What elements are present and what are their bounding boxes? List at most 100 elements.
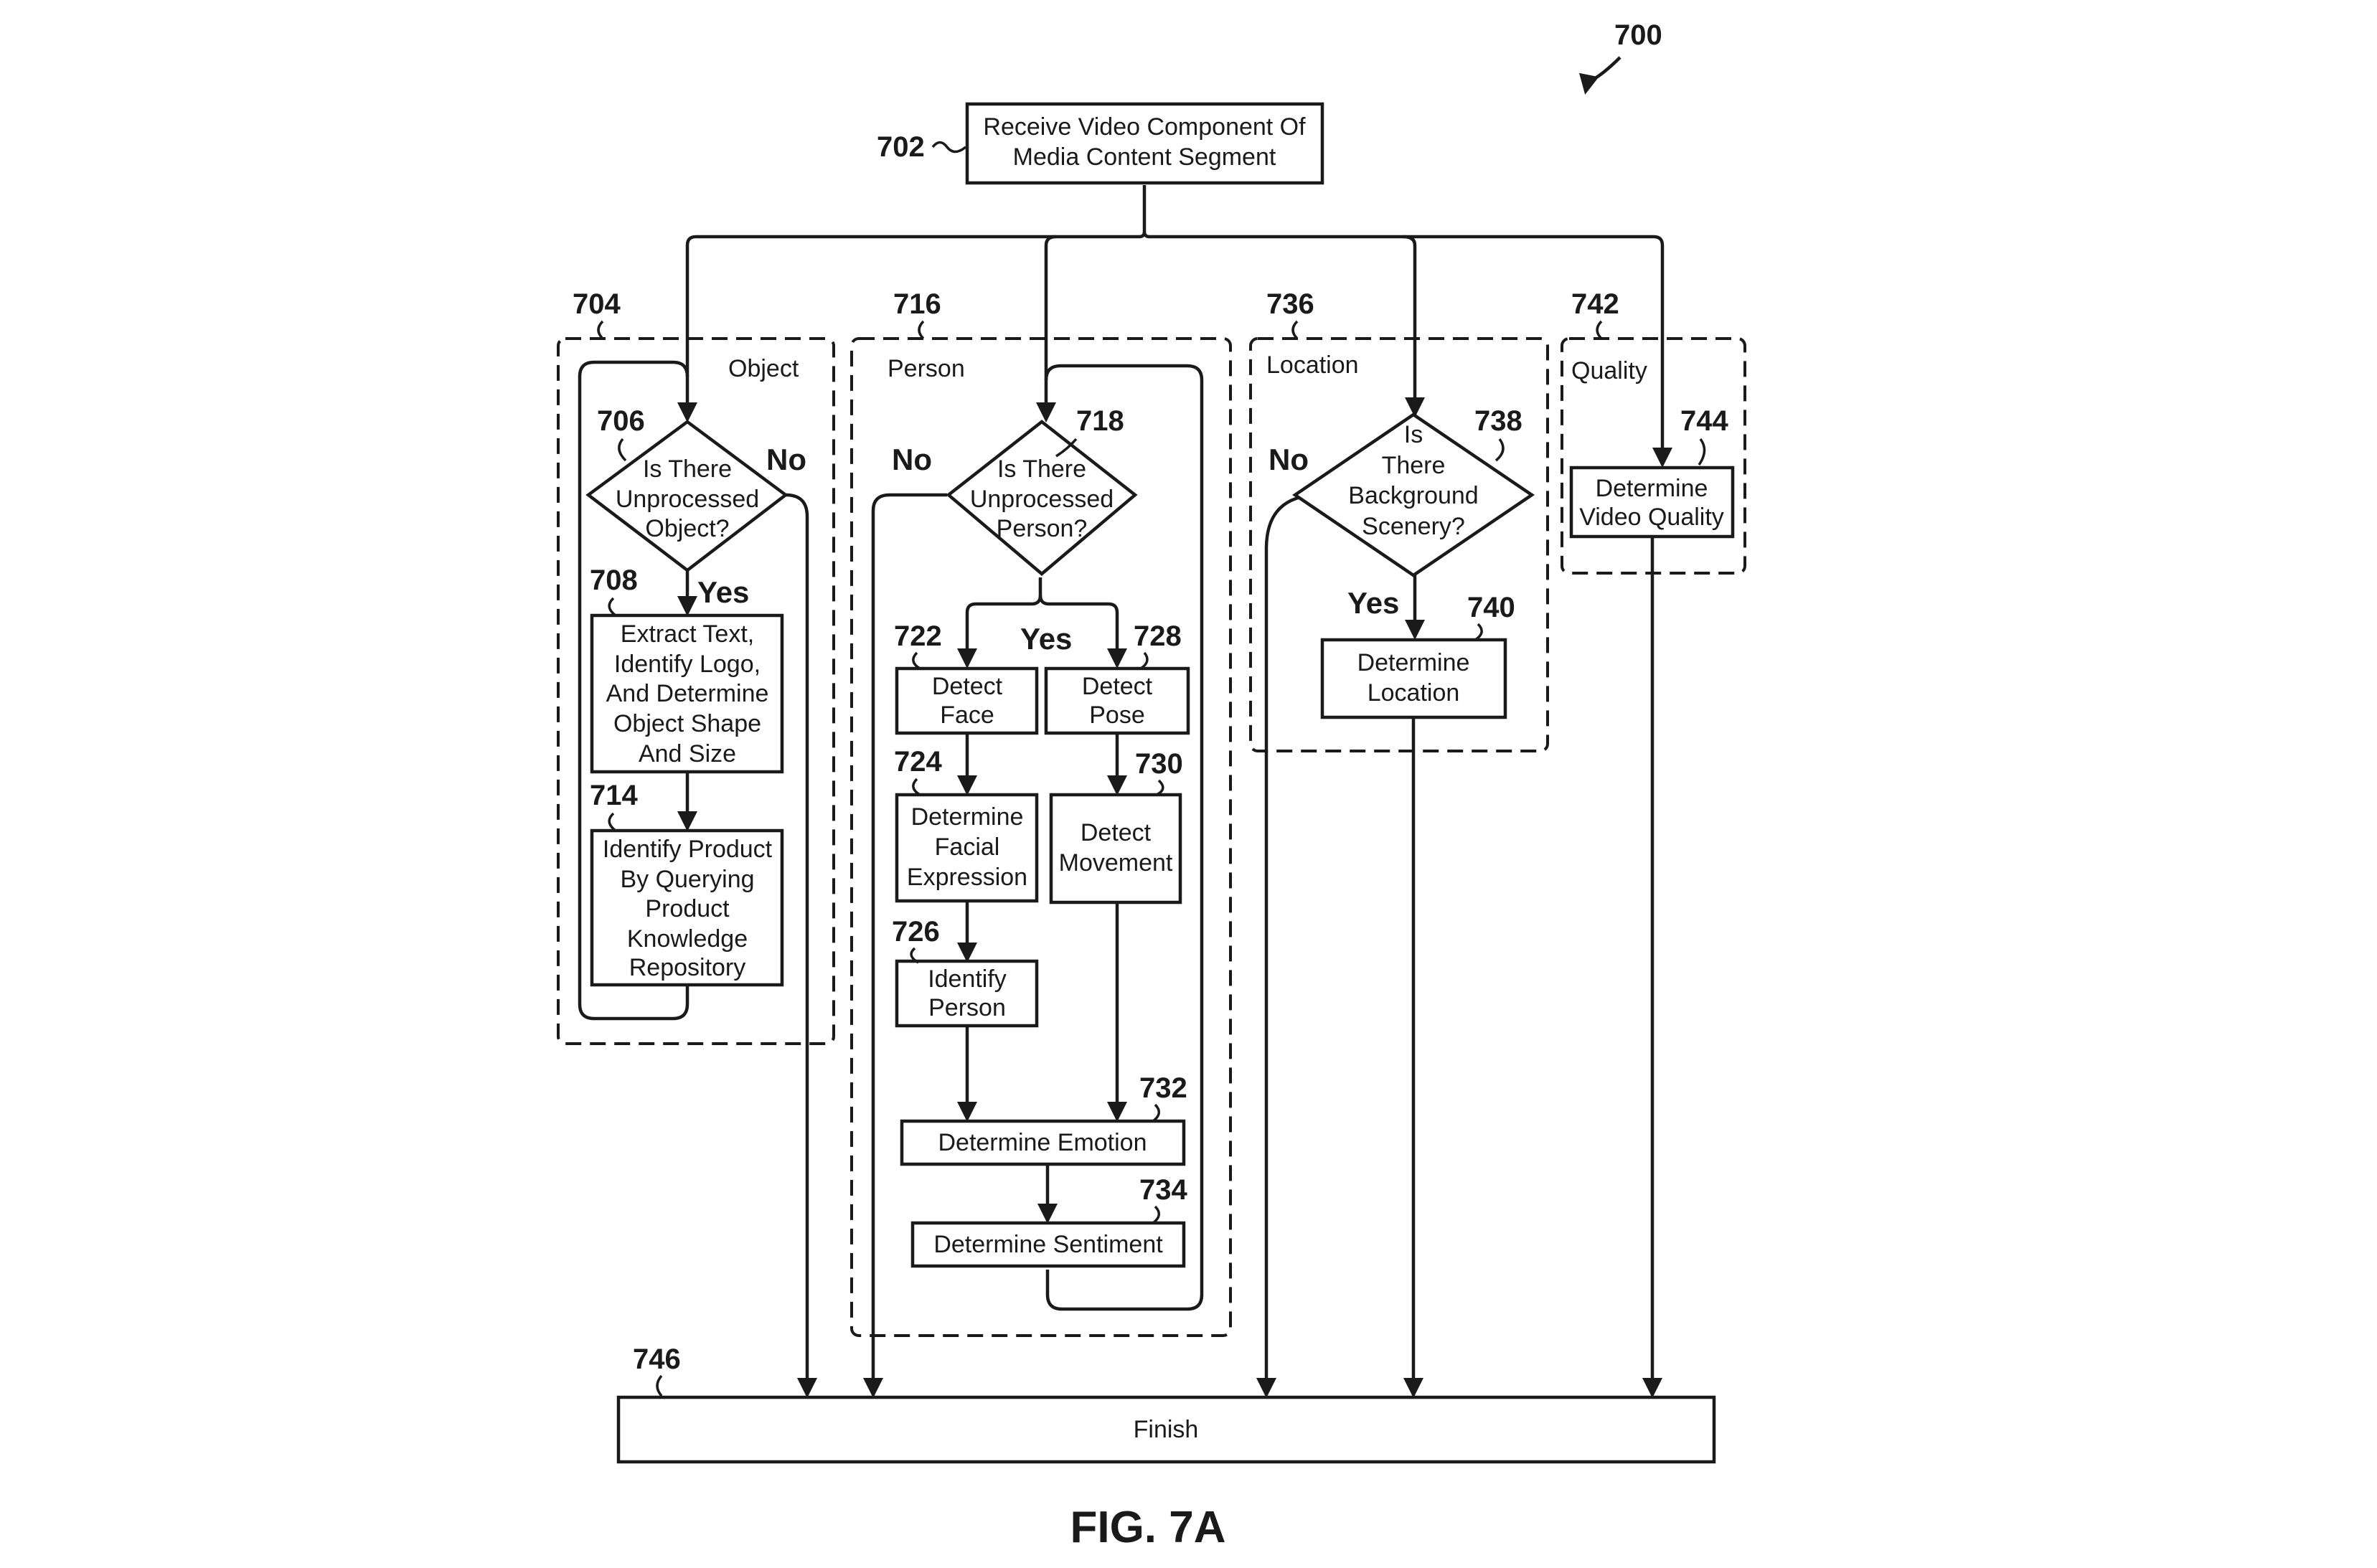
object-group-border — [557, 337, 835, 1045]
determine-sentiment-box — [910, 1221, 1186, 1268]
start-box — [965, 102, 1324, 185]
ref-744: 744 — [1680, 405, 1728, 437]
location-decision-diamond — [1291, 412, 1535, 577]
ref-706: 706 — [597, 405, 645, 437]
ref-732-leader — [1152, 1103, 1160, 1123]
person-group-label: Person — [888, 355, 965, 382]
ref-730: 730 — [1135, 748, 1183, 780]
identify-person-line-2: Person — [928, 994, 1006, 1021]
location-no-connector — [1256, 493, 1321, 1398]
ref-736-leader — [1291, 320, 1299, 340]
ref-734: 734 — [1139, 1174, 1187, 1206]
ref-734-leader — [1152, 1205, 1160, 1224]
identify-product-line-4: Knowledge — [627, 925, 748, 953]
determine-location-line-1: Determine — [1357, 649, 1470, 676]
determine-location-line-2: Location — [1368, 679, 1460, 707]
object-yes-label: Yes — [697, 575, 749, 609]
ref-714: 714 — [590, 780, 638, 811]
identify-product-line-1: Identify Product — [603, 836, 773, 863]
identify-product-line-5: Repository — [629, 954, 746, 981]
detect-face-line-2: Face — [940, 702, 994, 729]
ref-706-leader — [618, 438, 627, 462]
person-no-connector — [863, 493, 947, 1398]
location-split-connector — [1403, 235, 1425, 417]
ref-746: 746 — [633, 1343, 681, 1375]
ref-738-leader — [1495, 438, 1505, 462]
ref-746-leader — [656, 1374, 663, 1397]
object-no-label: No — [766, 443, 806, 476]
ref-708: 708 — [590, 565, 638, 596]
person-decision-diamond — [946, 420, 1138, 576]
ref-728: 728 — [1134, 620, 1182, 652]
identify-person-box — [895, 959, 1039, 1028]
finish-box — [616, 1395, 1716, 1464]
ref-740-leader — [1474, 623, 1483, 641]
quality-group-label: Quality — [1571, 357, 1647, 384]
figure-title: FIG. 7A — [1070, 1503, 1225, 1552]
determine-location-box — [1320, 638, 1507, 719]
location-no-label: No — [1268, 443, 1309, 476]
person-split-connector — [1036, 235, 1057, 422]
ref-704-leader — [597, 320, 604, 340]
detect-pose-box — [1044, 666, 1190, 735]
detect-face-box — [895, 666, 1039, 735]
person-pose-connector — [1038, 595, 1127, 669]
object-loop-connector — [578, 360, 689, 1021]
facial-expression-line-3: Expression — [907, 864, 1027, 891]
person-group-border — [850, 337, 1232, 1337]
person-yes-label: Yes — [1020, 622, 1072, 656]
location-decision-line-4: Scenery? — [1362, 513, 1465, 540]
object-decision-line-3: Object? — [645, 515, 729, 542]
ref-742-leader — [1596, 320, 1603, 340]
ref-744-leader — [1698, 438, 1706, 466]
facial-expression-line-1: Determine — [911, 803, 1024, 831]
detect-face-line-1: Detect — [932, 673, 1003, 700]
video-quality-box — [1569, 466, 1735, 539]
detect-movement-line-2: Movement — [1059, 849, 1173, 877]
ref-722: 722 — [894, 620, 942, 652]
ref-742: 742 — [1571, 288, 1619, 320]
extract-line-1: Extract Text, — [621, 620, 754, 648]
extract-line-5: And Size — [639, 740, 736, 768]
finish-label: Finish — [1134, 1416, 1199, 1443]
location-yes-label: Yes — [1347, 586, 1399, 620]
ref-704: 704 — [573, 288, 621, 320]
ref-724-leader — [912, 778, 921, 796]
ref-700-arrow — [1578, 56, 1621, 95]
ref-722-leader — [912, 651, 921, 670]
ref-724: 724 — [894, 746, 942, 778]
extract-box — [590, 613, 784, 774]
person-decision-line-2: Unprocessed — [970, 486, 1114, 513]
detect-pose-line-2: Pose — [1089, 702, 1145, 729]
object-no-connector — [785, 493, 817, 1398]
location-decision-line-1: Is — [1404, 421, 1423, 448]
identify-product-box — [590, 828, 784, 987]
ref-736: 736 — [1266, 288, 1314, 320]
determine-sentiment-label: Determine Sentiment — [933, 1231, 1163, 1258]
ref-702-leader — [931, 141, 967, 154]
person-loop-connector — [1044, 364, 1204, 1311]
location-group-label: Location — [1266, 351, 1359, 379]
person-decision-line-3: Person? — [997, 515, 1088, 542]
ref-716: 716 — [893, 288, 941, 320]
determine-emotion-box — [900, 1119, 1186, 1166]
person-decision-line-1: Is There — [997, 455, 1086, 483]
ref-718: 718 — [1076, 405, 1124, 437]
ref-740: 740 — [1467, 592, 1515, 623]
ref-732: 732 — [1139, 1072, 1187, 1104]
facial-expression-line-2: Facial — [935, 833, 1000, 861]
location-decision-line-3: Background — [1348, 482, 1478, 509]
object-group-label: Object — [728, 355, 799, 382]
ref-728-leader — [1139, 651, 1149, 670]
object-decision-line-2: Unprocessed — [616, 486, 759, 513]
object-decision-line-1: Is There — [643, 455, 732, 483]
extract-line-2: Identify Logo, — [614, 651, 761, 678]
detect-movement-line-1: Detect — [1081, 819, 1152, 846]
detect-movement-box — [1049, 793, 1182, 905]
ref-716-leader — [918, 320, 925, 340]
person-no-label: No — [892, 443, 932, 476]
location-group-border — [1249, 337, 1549, 752]
ref-700: 700 — [1614, 19, 1662, 51]
start-line-2: Media Content Segment — [1013, 143, 1276, 171]
